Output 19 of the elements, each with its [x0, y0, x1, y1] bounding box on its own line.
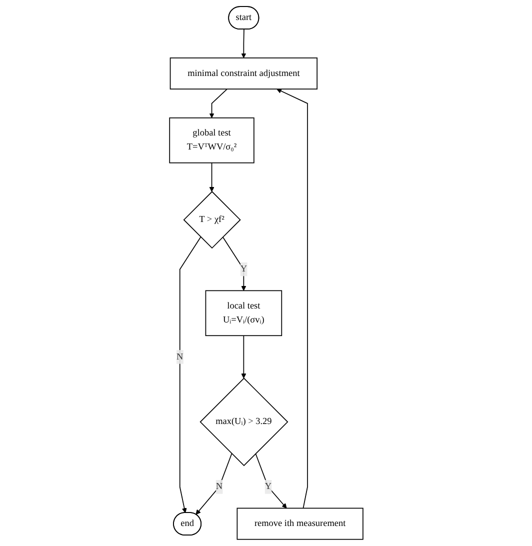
edge-label: Y: [264, 482, 272, 492]
arrow: [222, 236, 246, 291]
node-box: remove ith measurement: [236, 508, 364, 540]
arrow: [240, 28, 246, 58]
arrow: [208, 88, 228, 118]
node-box: global test T=VᵀWV/σ₀²: [168, 117, 254, 164]
node-box: local test Uᵢ=Vᵢ/(σvᵢ): [205, 290, 282, 336]
arrow: [195, 453, 232, 515]
arrow: [208, 162, 214, 192]
node-diamond: max(Uᵢ) > 3.29: [199, 378, 288, 466]
edge-label: N: [176, 352, 183, 362]
node-diamond: T > χf²: [183, 191, 241, 249]
arrow: [179, 236, 201, 514]
arrow: [276, 88, 308, 509]
arrow: [240, 335, 246, 379]
node-box: minimal constraint adjustment: [170, 58, 318, 90]
edge-label: Y: [240, 264, 247, 274]
arrow: [254, 453, 287, 508]
edge-label: N: [216, 482, 222, 492]
